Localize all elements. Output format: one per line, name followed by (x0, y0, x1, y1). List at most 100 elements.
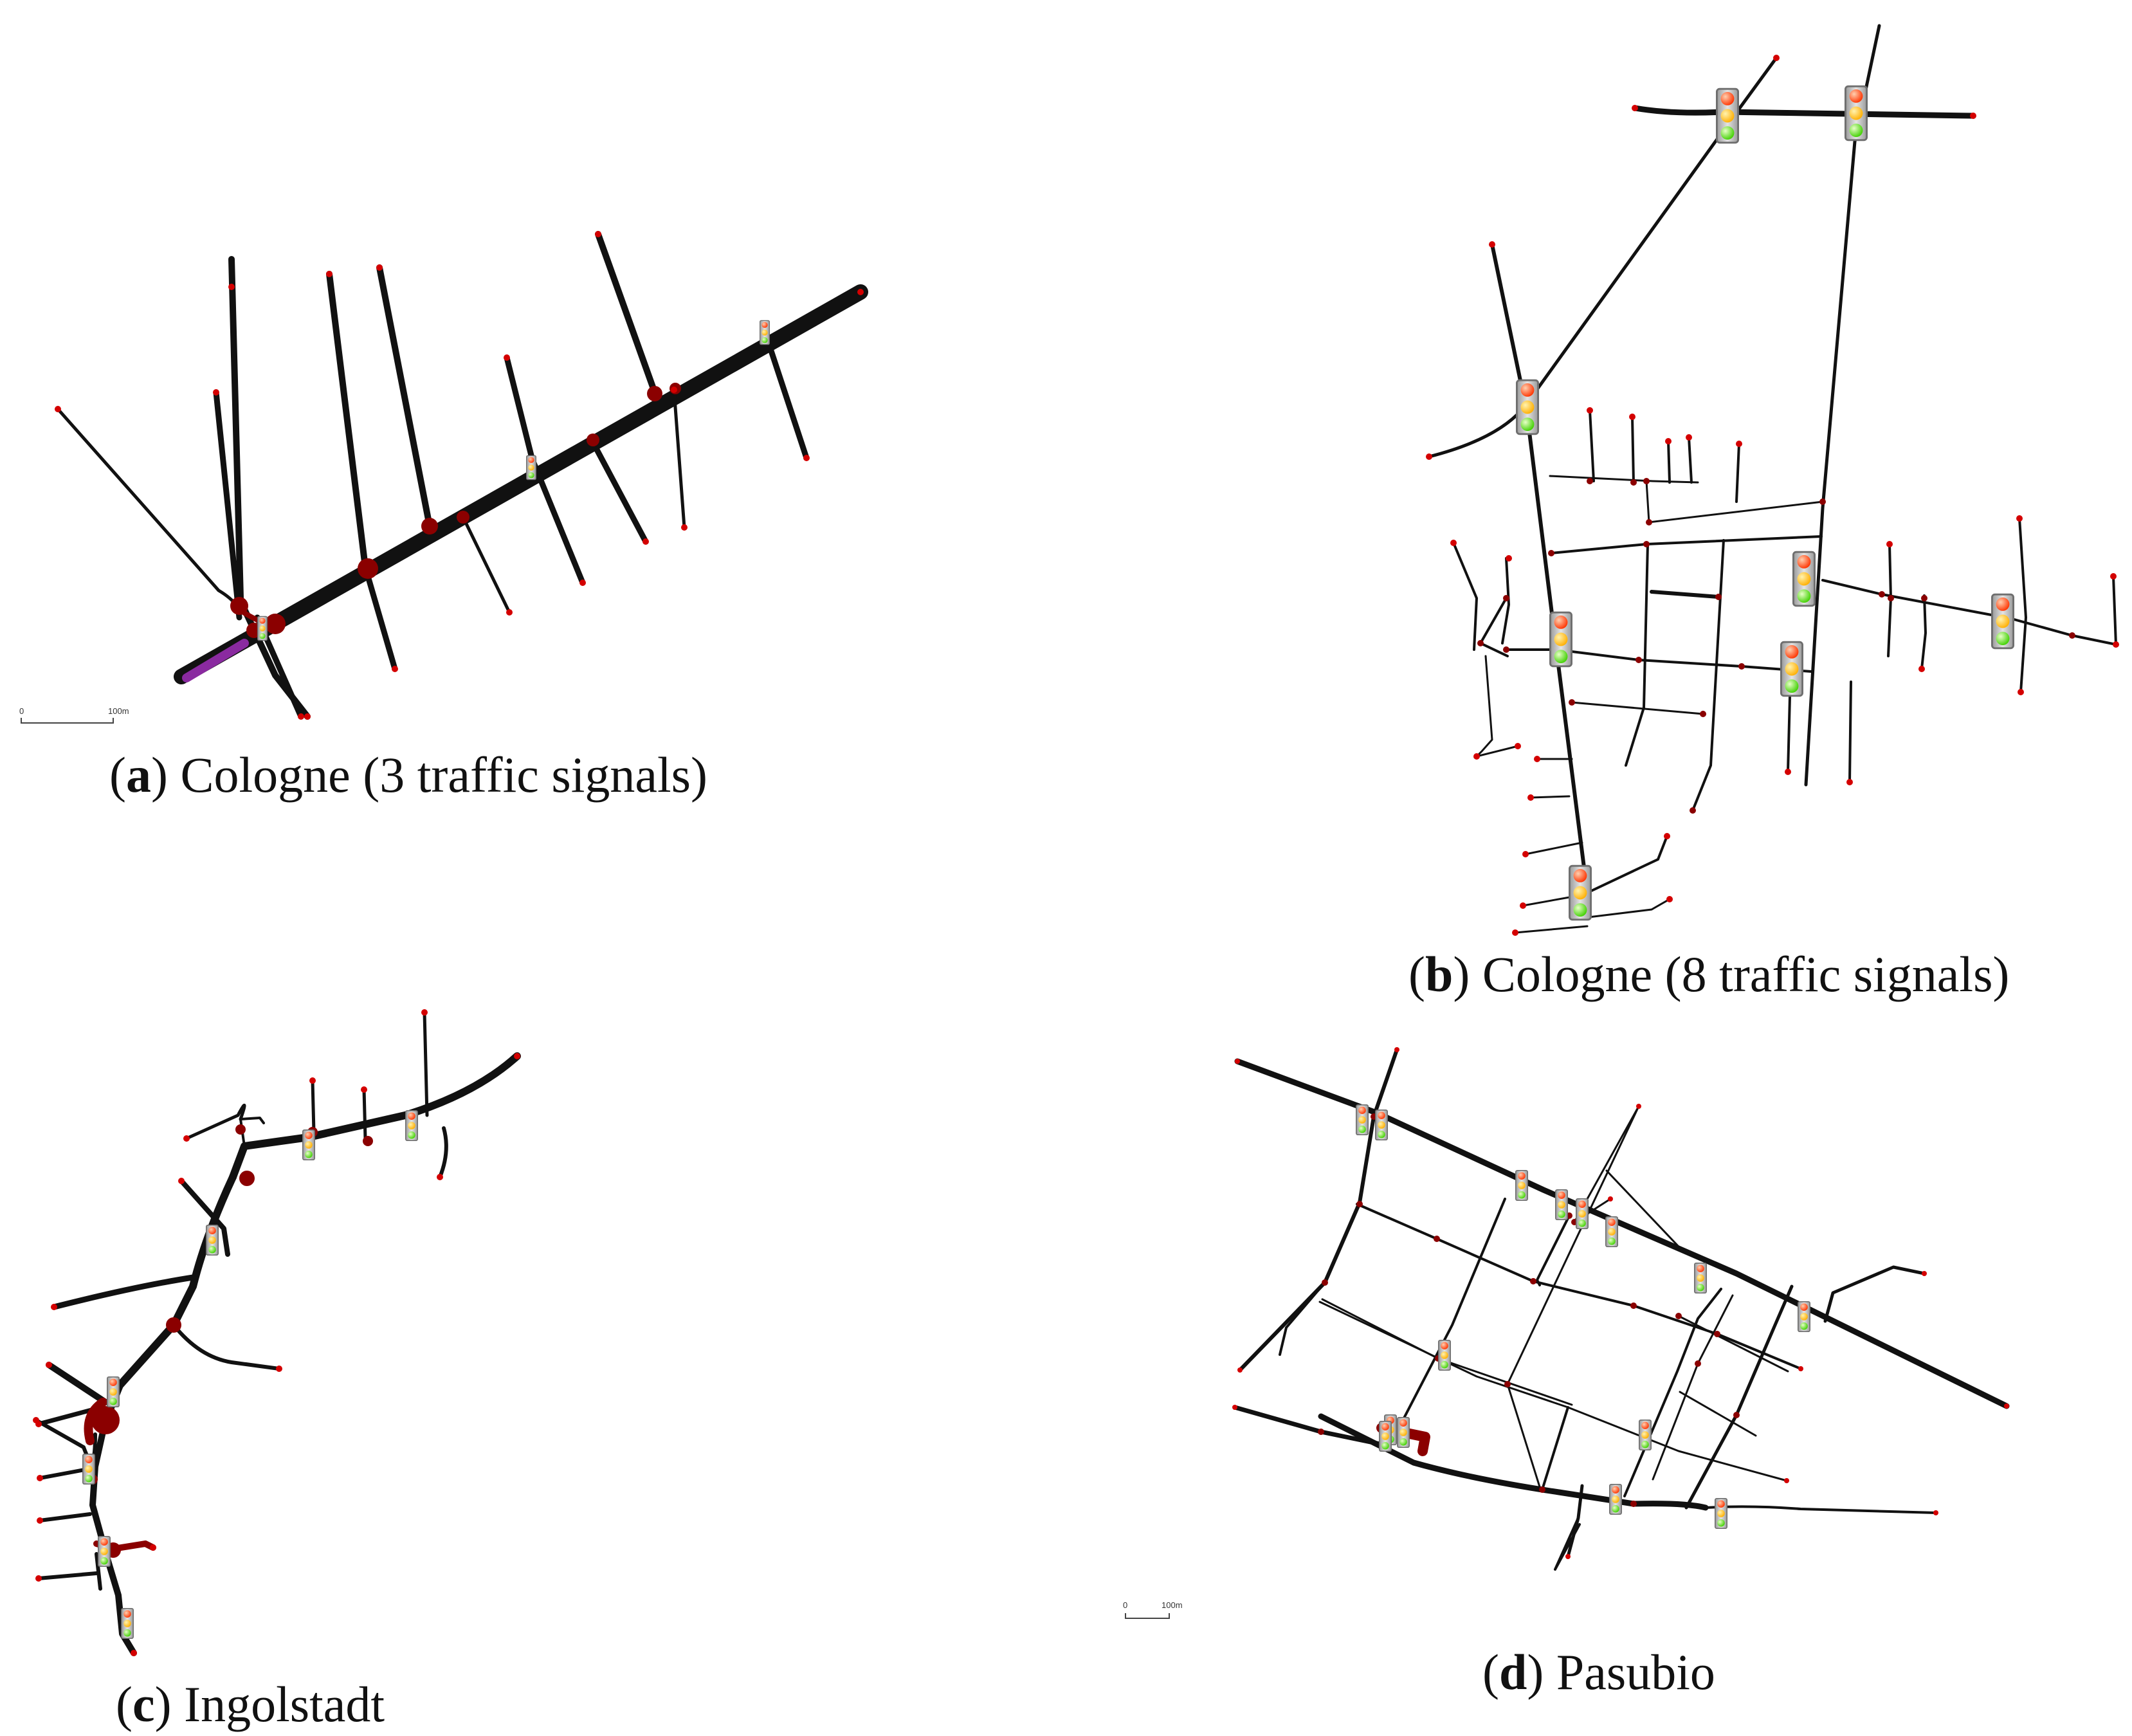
road-node (392, 666, 398, 672)
road (1645, 480, 1824, 524)
road-node (150, 1544, 156, 1551)
network-cologne-8 (1426, 24, 2119, 936)
road-node (1970, 113, 1976, 119)
traffic-light-icon (257, 616, 268, 641)
scale-end-label: 100m (108, 706, 129, 716)
road-node (1318, 1429, 1324, 1435)
road-node (46, 1362, 52, 1368)
road-node (2016, 515, 2023, 522)
traffic-light-icon (1515, 1169, 1528, 1201)
traffic-light-icon (760, 320, 770, 345)
road-node (2110, 573, 2117, 580)
road-node (1522, 851, 1529, 857)
caption-c: (c) Ingolstadt (116, 1676, 385, 1732)
road-node (37, 1517, 43, 1524)
road-node (1450, 540, 1457, 546)
road-node (1235, 1059, 1240, 1064)
road-node (2004, 1403, 2009, 1409)
traffic-light-icon (121, 1607, 134, 1640)
scale-start-label: 0 (1123, 1600, 1127, 1610)
road-node (1506, 555, 1512, 562)
road-node (681, 524, 688, 531)
road-node (1539, 1486, 1545, 1493)
road-node (1426, 453, 1432, 460)
road-node (1434, 1236, 1440, 1242)
road (1920, 594, 1927, 670)
road-node (1587, 407, 1593, 414)
road-node (421, 1009, 428, 1016)
traffic-light-icon (1549, 611, 1572, 668)
road (1625, 543, 1649, 767)
caption-letter: a (125, 747, 151, 803)
road-node (504, 354, 510, 361)
road-node (376, 264, 383, 271)
caption-text: Cologne (8 traffic signals) (1482, 946, 2010, 1002)
road (1688, 436, 1693, 484)
road-node (183, 1135, 190, 1142)
road-node (647, 386, 662, 401)
network-ingolstadt (33, 1009, 521, 1656)
road-node (1629, 414, 1635, 420)
traffic-light-icon (1555, 1189, 1568, 1221)
caption-d: (d) Pasubio (1482, 1644, 1715, 1700)
road (1650, 590, 1720, 599)
road-node (1237, 1367, 1243, 1373)
road (1234, 1058, 2010, 1409)
road-node (1738, 663, 1745, 670)
traffic-light-icon (1716, 87, 1739, 144)
road (1821, 579, 2013, 620)
road (672, 388, 686, 529)
road-node (1665, 438, 1672, 444)
traffic-light-icon (1694, 1262, 1707, 1294)
caption-text: Ingolstadt (184, 1676, 385, 1732)
road (56, 407, 239, 608)
road (1691, 539, 1725, 812)
road-node (1232, 1405, 1237, 1410)
road (172, 1323, 281, 1371)
road (362, 1088, 367, 1140)
caption-text: Cologne (3 traffic signals) (180, 747, 708, 803)
traffic-light-icon (1792, 551, 1816, 607)
road-node (1921, 595, 1927, 601)
road-node (1512, 929, 1518, 936)
road (595, 231, 658, 396)
road-node (1700, 711, 1706, 717)
road-node (1922, 1271, 1927, 1276)
road-node (1322, 1279, 1328, 1286)
road-node (2069, 632, 2075, 639)
road (376, 264, 433, 529)
road (1506, 1105, 1640, 1492)
road-node (1784, 1478, 1789, 1483)
road (588, 437, 649, 545)
road-node (1534, 756, 1540, 762)
road-node (326, 271, 333, 277)
road (174, 284, 868, 684)
road-node (2113, 641, 2119, 648)
caption-text: Pasubio (1556, 1644, 1715, 1700)
road-node (1773, 55, 1780, 61)
road-node (1886, 541, 1893, 547)
road (1397, 1198, 1506, 1430)
road (1735, 443, 1740, 503)
scale-end-label: 100m (1162, 1600, 1183, 1610)
road-node (309, 1077, 316, 1084)
road-node (1879, 591, 1885, 598)
scale-start-label: 0 (19, 706, 24, 716)
traffic-light-icon (98, 1535, 111, 1567)
road (36, 1406, 99, 1427)
network-cologne-3: 0 100m (19, 231, 868, 724)
road-node (514, 1053, 520, 1059)
road-node (304, 713, 311, 720)
road (311, 1079, 316, 1134)
road-node (642, 538, 649, 545)
traffic-light-icon (1375, 1109, 1388, 1141)
scale-bar: 0 100m (1123, 1600, 1183, 1619)
road (461, 515, 511, 614)
traffic-light-icon (1576, 1198, 1589, 1230)
road-node (230, 597, 248, 615)
road (1704, 1505, 1937, 1514)
traffic-light-icon (1438, 1339, 1451, 1371)
road-node (1686, 434, 1692, 441)
road (51, 1274, 196, 1310)
traffic-light-icon (206, 1224, 219, 1256)
